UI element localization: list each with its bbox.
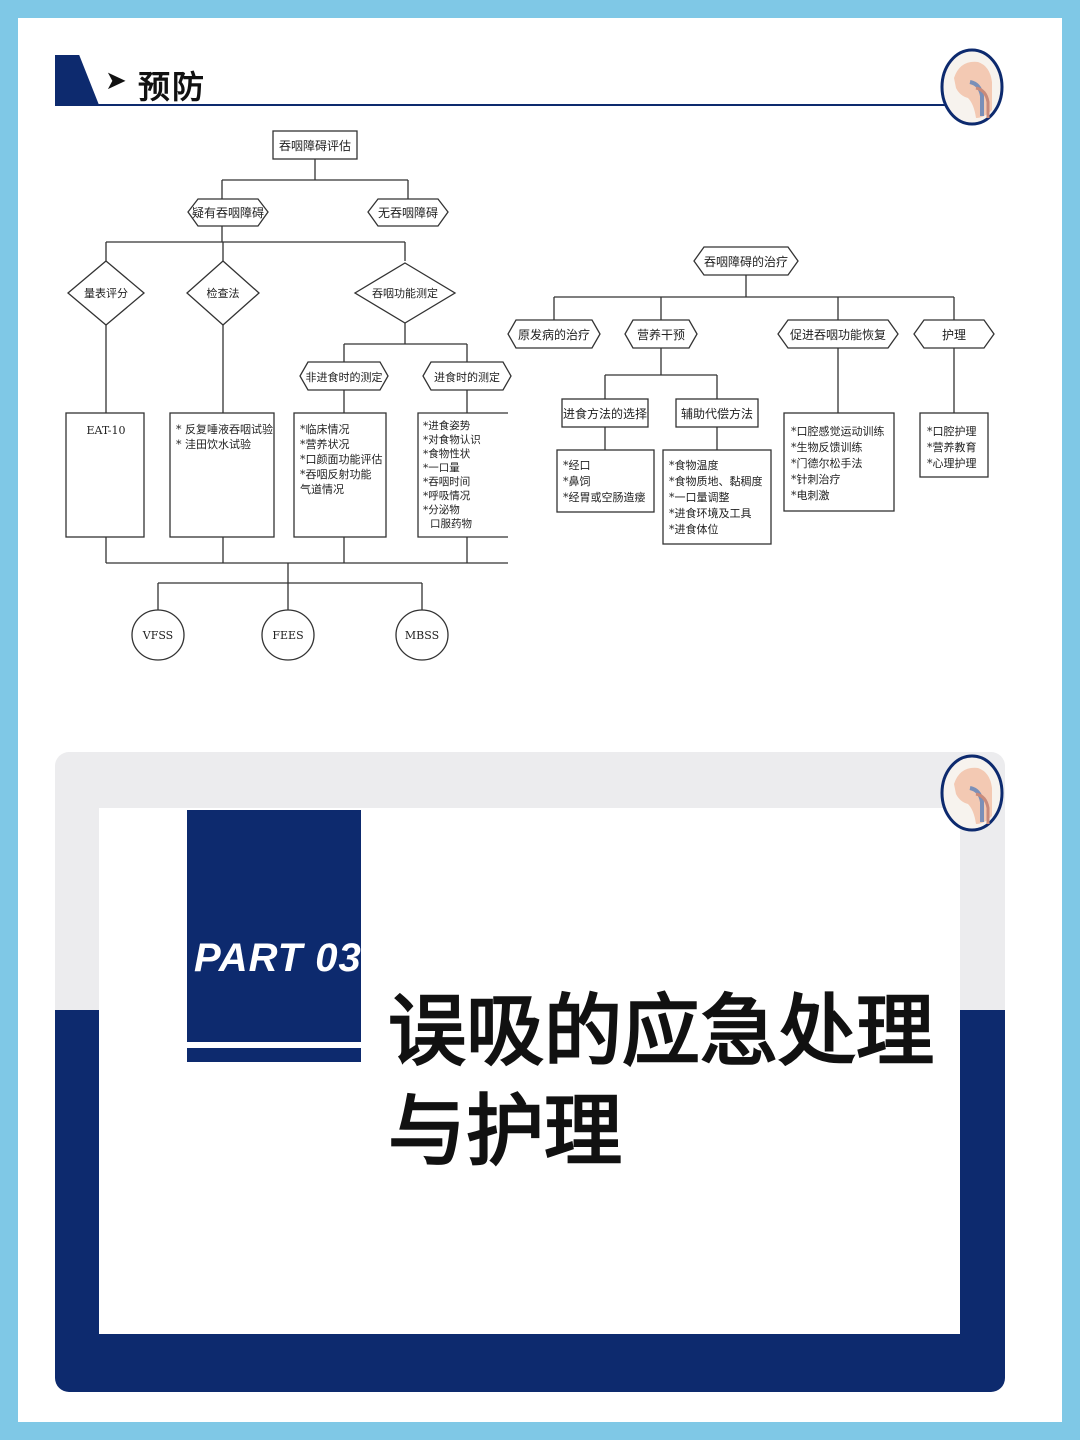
part-title-line: 与护理 (388, 1087, 623, 1177)
eating-box (422, 361, 512, 391)
fees-label: FEES (272, 629, 303, 642)
non-eating-detail-box (293, 412, 387, 538)
treat-root-box (693, 246, 799, 276)
exam-detail-line: * 反复唾液吞咽试验 (176, 422, 273, 436)
compensation-detail-box (662, 449, 772, 545)
non-eating-detail-line: *营养状况 (300, 437, 350, 451)
eating-detail-line: *对食物认识 (423, 433, 481, 446)
eating-detail-line: *分泌物 (423, 503, 460, 516)
compensation-detail-line: *进食体位 (669, 522, 719, 536)
suspected-box (187, 198, 269, 227)
scale-detail-line: EAT-10 (86, 424, 125, 437)
scale-label: 量表评分 (84, 286, 128, 300)
recovery-detail-line: *口腔感觉运动训练 (791, 424, 885, 438)
vfss-circle (131, 609, 185, 661)
recovery-detail-line: *电刺激 (791, 488, 830, 502)
throat-anatomy-icon (940, 48, 1004, 126)
treatment-flowchart: 吞咽障碍的治疗 原发病的治疗 营养干预 促进吞咽功能恢复 护理 进食方法的选择 … (507, 246, 995, 545)
function-test-label: 吞咽功能测定 (372, 286, 438, 300)
recovery-detail-line: *针刺治疗 (791, 472, 841, 486)
feeding-detail-line: *经口 (563, 459, 591, 472)
eating-detail-line: 口服药物 (430, 517, 472, 530)
mbss-circle (395, 609, 449, 661)
feeding-detail-line: *鼻饲 (563, 474, 591, 488)
eating-detail-line: *吞咽时间 (423, 475, 470, 488)
eating-detail-line: *呼吸情况 (423, 489, 471, 502)
recovery-detail-line: *生物反馈训练 (791, 440, 863, 454)
non-eating-detail-line: *口颜面功能评估 (300, 452, 383, 466)
nutrition-box (624, 319, 698, 349)
nursing-detail-line: *心理护理 (927, 456, 977, 470)
scale-detail-box (65, 412, 145, 538)
treat-root-label: 吞咽障碍的治疗 (704, 254, 788, 269)
flowcharts: 吞咽障碍评估 疑有吞咽障碍 无吞咽障碍 量表评分 检查法 吞咽功能测定 非进食时… (65, 130, 995, 661)
part-underline-bar (187, 1048, 361, 1062)
nutrition-label: 营养干预 (637, 327, 685, 342)
feeding-detail-line: *经胃或空肠造瘘 (563, 490, 646, 504)
section-title: 预防 (138, 68, 207, 106)
non-eating-detail-line: 气道情况 (300, 482, 344, 496)
part-title-line: 误吸的应急处理 (388, 987, 935, 1077)
fees-circle (261, 609, 315, 661)
assess-root-label: 吞咽障碍评估 (279, 138, 351, 153)
non-eating-label: 非进食时的测定 (306, 370, 383, 384)
recovery-detail-box (783, 412, 895, 512)
compensation-box (675, 398, 759, 428)
throat-anatomy-icon (940, 754, 1004, 832)
non-eating-box (299, 361, 389, 391)
compensation-detail-line: *食物温度 (669, 458, 719, 472)
nursing-detail-line: *营养教育 (927, 440, 977, 454)
vfss-label: VFSS (142, 629, 173, 642)
no-disorder-label: 无吞咽障碍 (378, 205, 438, 220)
exam-label: 检查法 (207, 286, 240, 300)
non-eating-detail-line: *吞咽反射功能 (300, 467, 372, 481)
header-divider (55, 104, 945, 106)
eating-detail-line: *进食姿势 (423, 419, 471, 432)
nursing-box (913, 319, 995, 349)
recovery-detail-line: *门德尔松手法 (791, 456, 863, 470)
mbss-label: MBSS (405, 629, 439, 642)
eating-detail-line: *一口量 (423, 462, 460, 474)
recovery-label: 促进吞咽功能恢复 (790, 328, 886, 342)
primary-disease-box (507, 319, 601, 349)
part-title: 误吸的应急处理 与护理 (388, 982, 948, 1182)
nursing-detail-line: *口腔护理 (927, 424, 977, 438)
compensation-detail-line: *一口量调整 (669, 490, 730, 504)
eating-label: 进食时的测定 (434, 370, 500, 384)
compensation-detail-line: *食物质地、黏稠度 (669, 474, 763, 488)
assessment-flowchart: 吞咽障碍评估 疑有吞咽障碍 无吞咽障碍 量表评分 检查法 吞咽功能测定 非进食时… (65, 130, 512, 661)
primary-disease-label: 原发病的治疗 (518, 327, 590, 342)
part-number-block (187, 810, 361, 1042)
recovery-box (777, 319, 899, 349)
suspected-label: 疑有吞咽障碍 (192, 205, 264, 220)
slide-page: ➤ 预防 吞咽障碍评估 疑有吞咽障碍 无吞咽障碍 量表评分 检查法 吞咽功能测定 (18, 18, 1062, 1422)
compensation-detail-line: *进食环境及工具 (669, 506, 752, 520)
eating-detail-line: *食物性状 (423, 447, 471, 460)
exam-detail-box (169, 412, 275, 538)
part-label: PART 03 (194, 936, 362, 980)
nursing-label: 护理 (942, 328, 966, 342)
feeding-detail-box (556, 449, 655, 513)
non-eating-detail-line: *临床情况 (300, 422, 350, 436)
nursing-detail-box (919, 412, 989, 478)
no-disorder-box (367, 198, 449, 227)
chevron-right-icon: ➤ (105, 66, 127, 96)
compensation-label: 辅助代偿方法 (681, 406, 753, 421)
eating-detail-box (417, 412, 508, 538)
feeding-method-box (561, 398, 649, 428)
exam-detail-line: * 洼田饮水试验 (176, 437, 251, 451)
assess-root-box (272, 130, 358, 160)
feeding-method-label: 进食方法的选择 (563, 406, 647, 421)
